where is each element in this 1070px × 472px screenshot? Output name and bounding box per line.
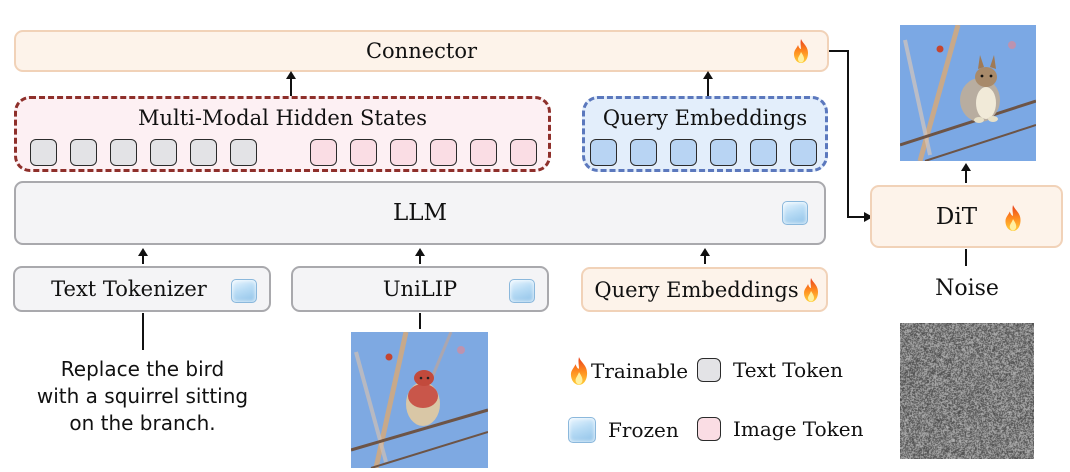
image-token bbox=[430, 139, 457, 166]
query-embeddings-input-box: Query Embeddings bbox=[581, 267, 828, 312]
legend-text-token-label: Text Token bbox=[733, 358, 843, 382]
squirrel-photo bbox=[900, 25, 1036, 161]
fire-icon bbox=[567, 356, 591, 386]
query-token bbox=[670, 139, 697, 166]
line-connector-down bbox=[847, 50, 849, 218]
llm-label: LLM bbox=[392, 200, 448, 226]
noise-canvas bbox=[900, 323, 1034, 459]
image-token bbox=[310, 139, 337, 166]
query-embeddings-label: Query Embeddings bbox=[602, 106, 808, 130]
ice-cube-icon bbox=[509, 279, 535, 303]
line-noise-to-dit bbox=[965, 249, 967, 266]
fire-icon bbox=[801, 277, 821, 303]
hidden-states-tokens bbox=[30, 139, 537, 166]
legend-frozen-label: Frozen bbox=[608, 418, 679, 442]
text-token bbox=[70, 139, 97, 166]
query-token bbox=[710, 139, 737, 166]
text-token bbox=[150, 139, 177, 166]
legend-trainable-label: Trainable bbox=[591, 359, 689, 383]
ice-cube-icon bbox=[568, 417, 596, 443]
line-to-dit bbox=[847, 216, 865, 218]
arrow-query-to-llm bbox=[700, 248, 710, 264]
unilip-box: UniLIP bbox=[291, 266, 549, 312]
ice-cube-icon bbox=[231, 279, 257, 303]
arrow-tokenizer-to-llm bbox=[138, 248, 148, 264]
instruction-text: Replace the bird with a squirrel sitting… bbox=[10, 356, 275, 437]
query-token bbox=[750, 139, 777, 166]
query-token bbox=[790, 139, 817, 166]
dit-box: DiT bbox=[870, 185, 1063, 248]
fire-icon bbox=[791, 38, 811, 64]
legend-image-token: Image Token bbox=[697, 417, 863, 441]
line-image-to-unilip bbox=[419, 313, 421, 329]
image-token bbox=[510, 139, 537, 166]
arrow-query-to-connector bbox=[703, 71, 713, 97]
dit-label: DiT bbox=[935, 203, 978, 230]
arrow-unilip-to-llm bbox=[415, 248, 425, 264]
hidden-states-label: Multi-Modal Hidden States bbox=[137, 106, 428, 130]
fire-icon bbox=[1001, 204, 1025, 232]
query-tokens bbox=[590, 139, 817, 166]
bird-photo bbox=[351, 332, 488, 468]
legend-image-token-label: Image Token bbox=[733, 417, 864, 441]
arrow-hidden-to-connector bbox=[286, 71, 296, 97]
legend-text-token: Text Token bbox=[697, 358, 843, 382]
unilip-label: UniLIP bbox=[382, 277, 458, 301]
text-token bbox=[230, 139, 257, 166]
query-embeddings-group: Query Embeddings bbox=[582, 96, 828, 172]
image-token bbox=[470, 139, 497, 166]
llm-box: LLM bbox=[14, 181, 826, 245]
legend-trainable: Trainable bbox=[567, 356, 688, 386]
text-tokenizer-label: Text Tokenizer bbox=[51, 277, 207, 301]
input-image bbox=[351, 332, 488, 468]
query-token bbox=[590, 139, 617, 166]
text-token-swatch bbox=[697, 358, 721, 382]
text-token bbox=[30, 139, 57, 166]
legend-frozen: Frozen bbox=[568, 417, 679, 443]
instruction-line: Replace the bird bbox=[60, 357, 225, 381]
arrow-dit-to-output bbox=[961, 163, 971, 183]
ice-cube-icon bbox=[782, 201, 808, 225]
text-token bbox=[190, 139, 217, 166]
connector-label: Connector bbox=[365, 39, 478, 63]
query-embeddings-input-label: Query Embeddings bbox=[594, 277, 799, 302]
line-instruction-to-tokenizer bbox=[142, 313, 144, 350]
instruction-line: with a squirrel sitting bbox=[36, 384, 249, 408]
text-token bbox=[110, 139, 137, 166]
output-image bbox=[900, 25, 1036, 161]
hidden-states-group: Multi-Modal Hidden States bbox=[14, 96, 551, 172]
noise-image bbox=[900, 323, 1034, 459]
image-token bbox=[390, 139, 417, 166]
arrowhead-dit bbox=[864, 212, 873, 222]
connector-box: Connector bbox=[14, 30, 829, 72]
image-token bbox=[350, 139, 377, 166]
line-connector-out bbox=[829, 50, 849, 52]
text-tokenizer-box: Text Tokenizer bbox=[13, 266, 271, 312]
instruction-line: on the branch. bbox=[69, 411, 216, 435]
image-token-swatch bbox=[697, 417, 721, 441]
noise-label: Noise bbox=[935, 276, 999, 301]
query-token bbox=[630, 139, 657, 166]
